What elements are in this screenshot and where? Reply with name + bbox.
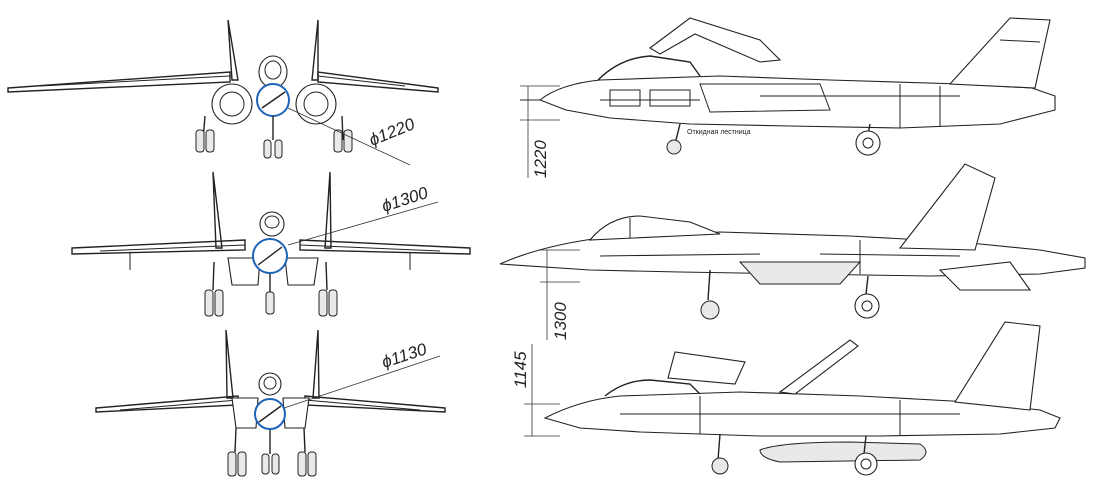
side-view-top-aircraft: Откидная лестница 1220 xyxy=(520,17,1056,178)
diameter-label-bottom: ϕ1130 xyxy=(379,339,429,371)
intake-circle-bottom xyxy=(254,398,286,430)
diameter-label-middle: ϕ1300 xyxy=(379,183,430,216)
front-view-top-aircraft: ϕ1220 xyxy=(7,19,439,166)
front-view-middle-aircraft: ϕ1300 xyxy=(71,171,471,317)
ladder-label: Откидная лестница xyxy=(687,129,751,136)
front-view-bottom-aircraft: ϕ1130 xyxy=(95,329,446,477)
diameter-label-top: ϕ1220 xyxy=(366,114,417,150)
height-label-bottom: 1145 xyxy=(511,351,530,388)
intake-circle-middle xyxy=(252,238,288,274)
side-view-middle-aircraft: 1300 xyxy=(499,163,1086,340)
height-label-top: 1220 xyxy=(531,140,550,178)
side-view-bottom-aircraft: 1145 xyxy=(511,321,1061,476)
height-label-middle: 1300 xyxy=(551,302,570,340)
